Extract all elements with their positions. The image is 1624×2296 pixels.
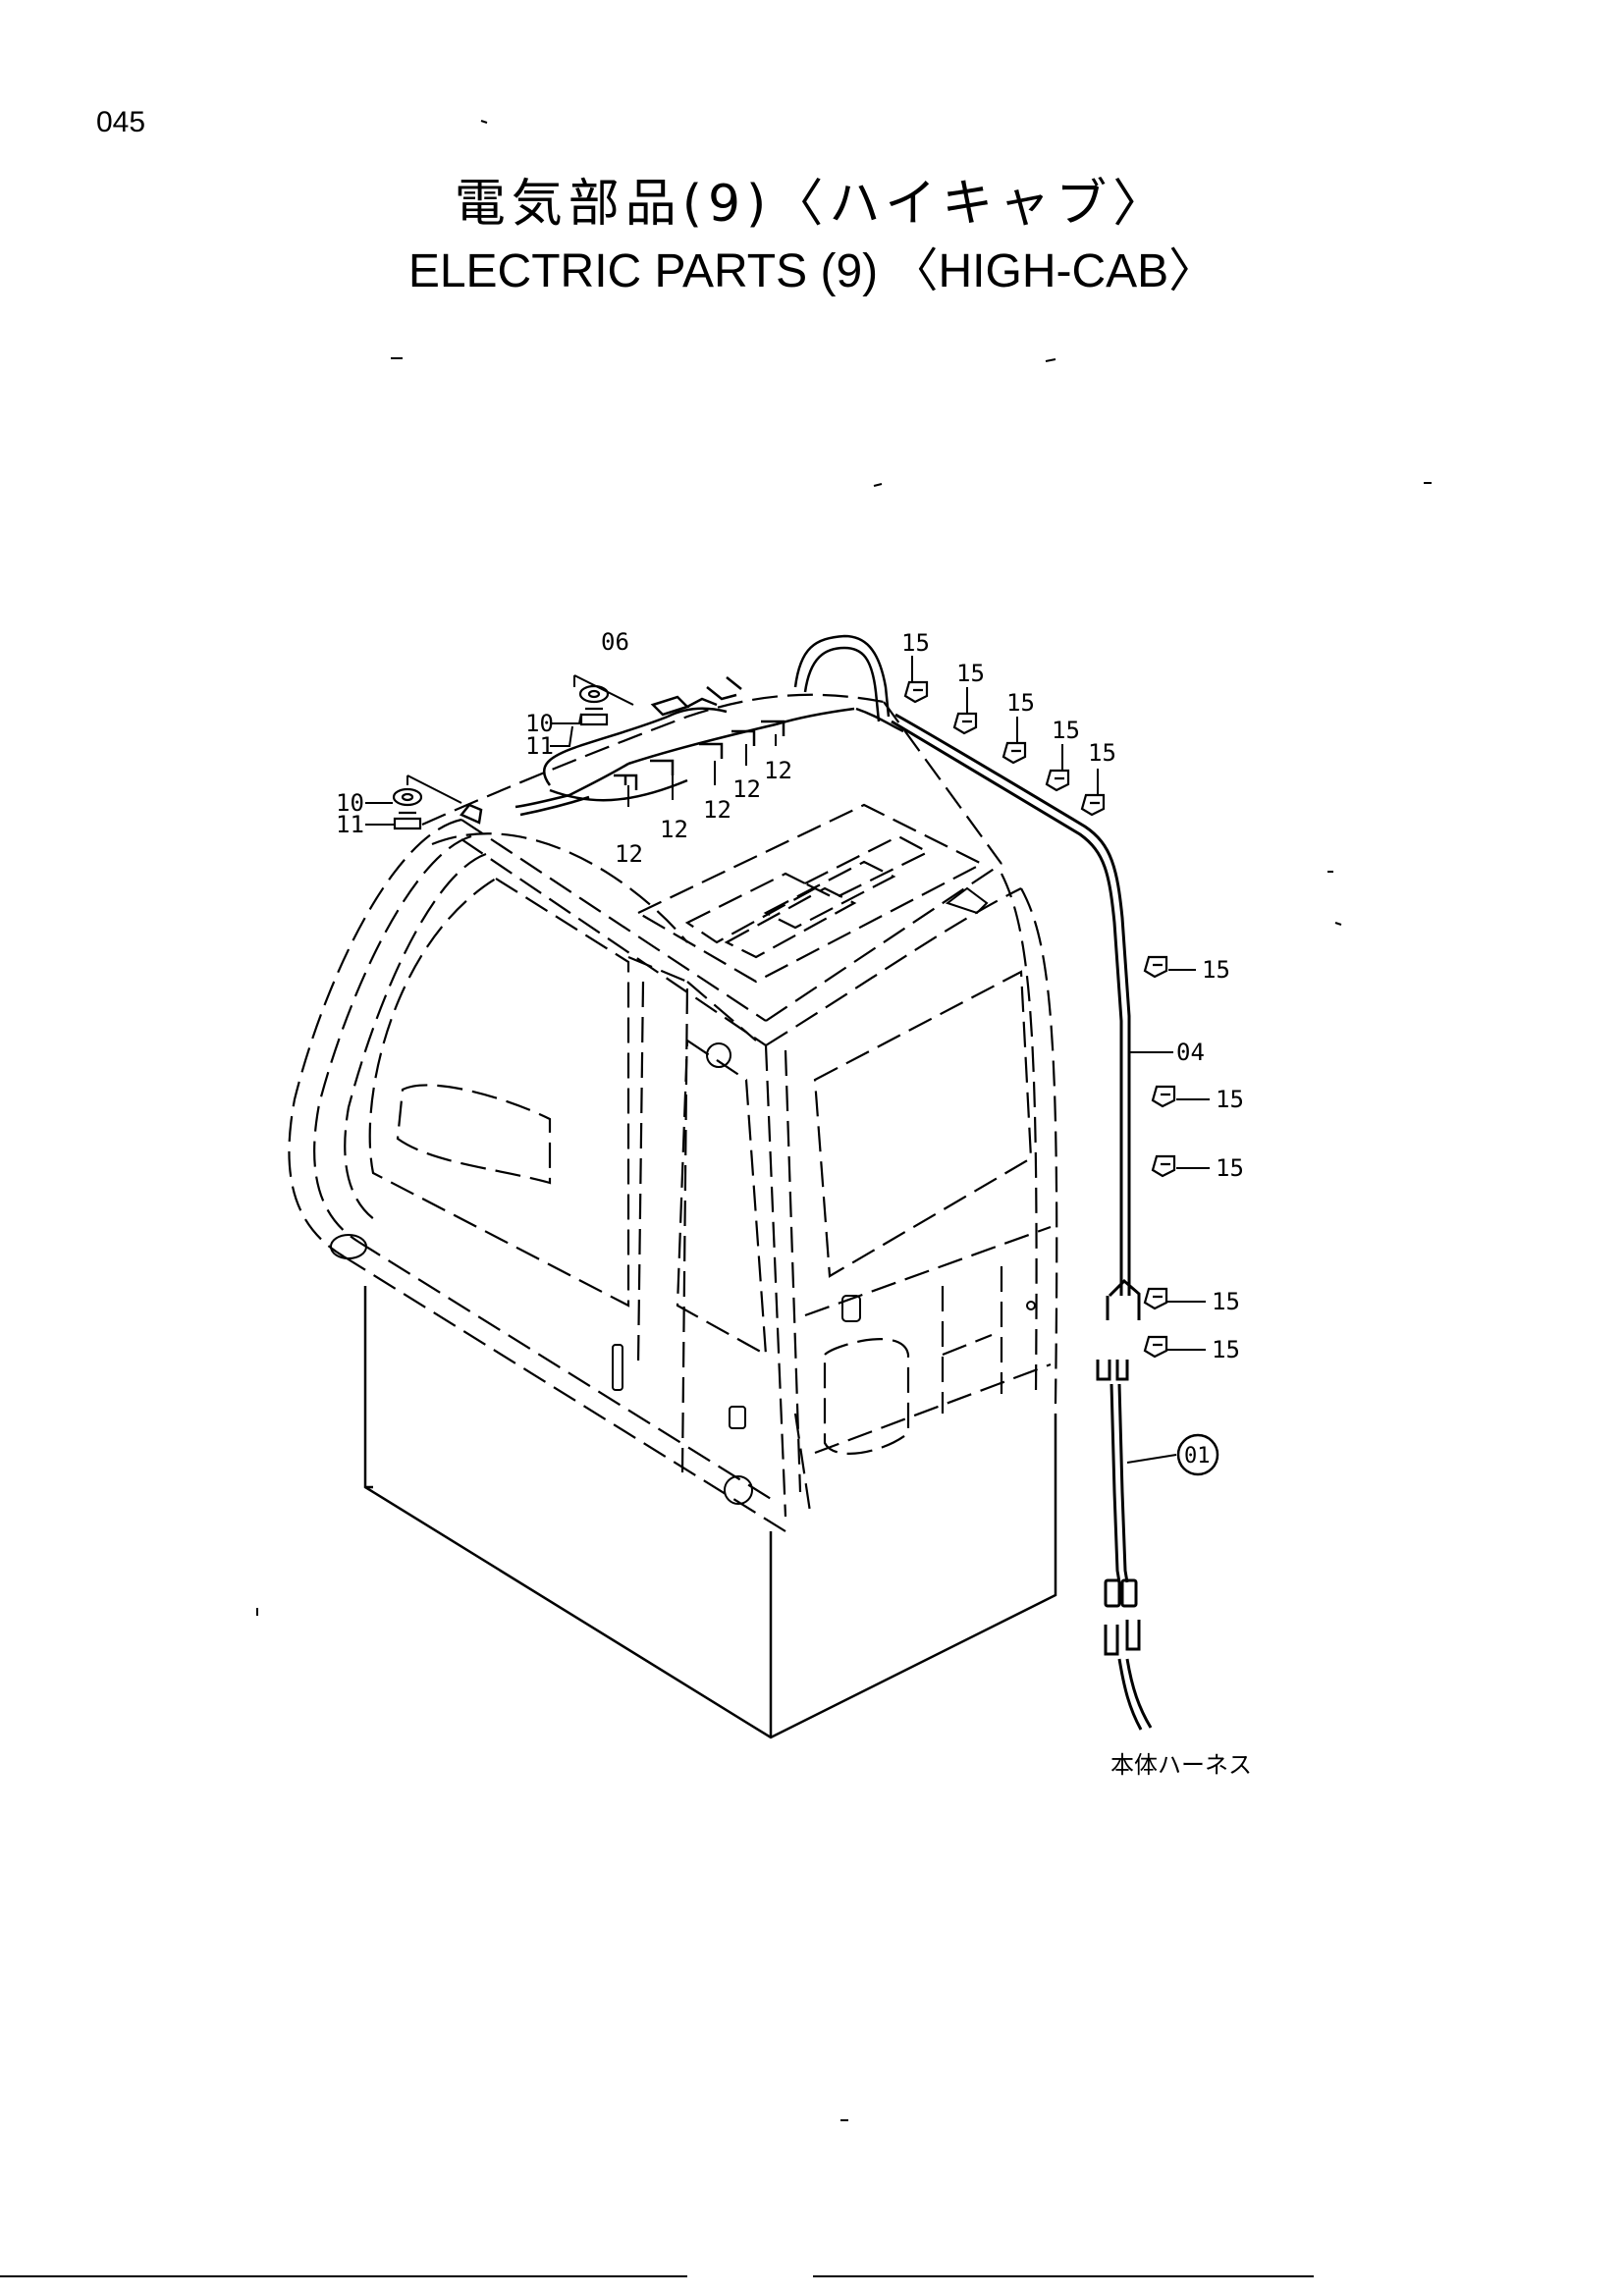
callout-04: 04 xyxy=(1176,1039,1205,1066)
callout-01: 01 xyxy=(1184,1444,1211,1468)
callout-11-upper: 11 xyxy=(525,732,554,760)
callout-15-a: 15 xyxy=(901,629,930,657)
leader-lines xyxy=(365,656,1210,1464)
callout-12-b: 12 xyxy=(660,816,688,843)
callout-10-lower: 10 xyxy=(336,789,364,817)
clips-15 xyxy=(903,680,1176,1359)
callout-01-circle xyxy=(1176,1433,1219,1476)
callout-12-c: 12 xyxy=(703,796,731,824)
callout-15-j: 15 xyxy=(1212,1336,1240,1363)
callout-15-b: 15 xyxy=(956,660,985,687)
harness-04 xyxy=(891,713,1141,1320)
cab-details xyxy=(330,886,1036,1505)
callout-15-i: 15 xyxy=(1212,1288,1240,1315)
title-japanese: 電気部品(9)〈ハイキャブ〉 xyxy=(454,175,1170,234)
callout-12-a: 12 xyxy=(615,840,643,868)
main-harness-label: 本体ハーネス xyxy=(1110,1751,1252,1779)
callout-15-g: 15 xyxy=(1216,1086,1244,1113)
callout-labels: 06 10 11 10 11 12 12 12 12 12 15 15 15 1… xyxy=(336,628,1244,1468)
callout-06: 06 xyxy=(601,628,629,656)
callout-12-e: 12 xyxy=(764,757,792,784)
cab-body xyxy=(288,693,1058,1532)
scan-specks xyxy=(256,120,1432,2121)
callout-15-e: 15 xyxy=(1088,739,1116,767)
fasteners xyxy=(392,684,610,830)
callout-12-d: 12 xyxy=(732,775,761,803)
callout-15-h: 15 xyxy=(1216,1154,1244,1182)
page-number: 045 xyxy=(96,106,146,138)
harness-01 xyxy=(1096,1360,1153,1731)
footer-rule-left xyxy=(0,2275,687,2277)
callout-11-lower: 11 xyxy=(336,811,364,838)
footer-rule-right xyxy=(813,2275,1314,2277)
callout-15-c: 15 xyxy=(1006,689,1035,717)
callout-10-upper: 10 xyxy=(525,710,554,737)
cab-base xyxy=(363,1286,1057,1739)
callout-15-f: 15 xyxy=(1202,956,1230,984)
title-english: ELECTRIC PARTS (9) 〈HIGH-CAB〉 xyxy=(407,245,1217,297)
roof-harness xyxy=(460,634,904,825)
callout-15-d: 15 xyxy=(1052,717,1080,744)
